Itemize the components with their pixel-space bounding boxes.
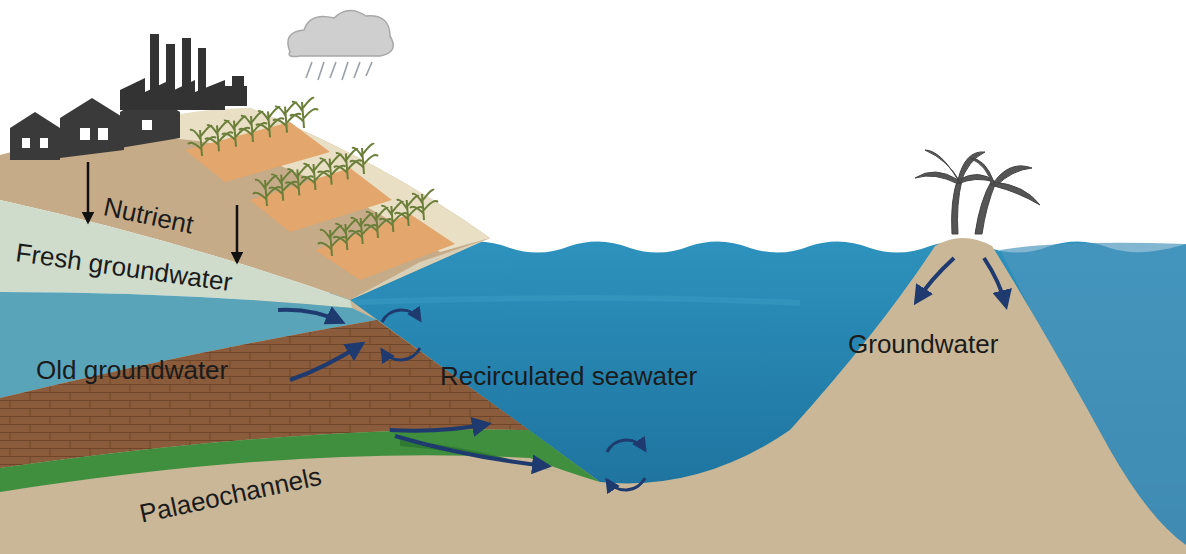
factory <box>120 34 247 110</box>
region-label: Groundwater <box>848 330 998 359</box>
crop-plots <box>185 122 455 280</box>
region-label: Old groundwater <box>36 356 228 385</box>
flow-arrows <box>278 258 1006 466</box>
field-surface <box>140 108 490 252</box>
seabed-sand <box>0 238 1186 554</box>
nutrient-arrows <box>88 162 237 262</box>
crop-plants <box>188 98 438 256</box>
palm-trees <box>915 150 1040 234</box>
circulation-loops <box>382 310 645 490</box>
region-label: Recirculated seawater <box>440 362 697 391</box>
water-shade <box>330 295 800 306</box>
rain-cloud <box>288 10 393 80</box>
